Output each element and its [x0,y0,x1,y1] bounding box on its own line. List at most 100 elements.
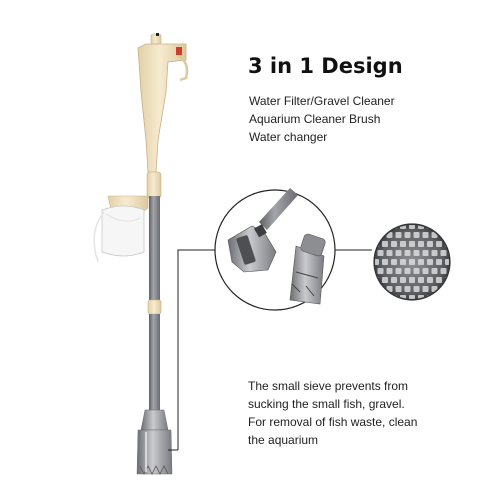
mesh-hole [440,268,447,274]
mesh-hole [395,232,402,238]
mesh-hole [364,277,370,283]
mesh-hole [377,250,384,256]
mesh-hole [454,259,460,265]
mesh-hole [364,223,370,229]
mesh-hole [454,223,460,229]
mesh-hole [459,286,465,292]
gravel-cleaner-head [136,409,173,475]
mesh-hole [405,214,411,220]
mesh-hole [427,241,433,247]
mesh-hole [391,277,397,283]
mesh-hole [413,250,420,256]
mesh-hole [454,241,460,247]
mesh-hole [445,259,449,265]
mesh-hole [422,268,429,274]
mesh-hole [445,295,449,299]
mesh-hole [395,250,402,256]
mesh-hole [404,232,411,238]
mesh-hole [377,268,384,274]
mesh-hole [423,214,429,220]
mesh-hole [450,250,456,256]
mesh-hole [432,214,438,220]
mesh-hole [382,277,388,283]
mesh-hole [386,250,393,256]
mesh-hole [431,268,438,274]
mesh-hole [409,259,415,265]
mesh-hole [440,250,447,256]
mesh-hole [369,232,375,238]
mesh-hole [441,304,447,310]
mesh-hole [436,225,442,229]
mesh-hole [364,241,370,247]
mesh-hole [395,286,402,292]
mesh-hole [436,277,442,283]
mesh-hole [382,295,388,299]
description-line: For removal of fish waste, clean [248,415,418,429]
mesh-hole [459,268,465,274]
mesh-hole [387,214,393,220]
mesh-hole [422,286,429,292]
mesh-hole [436,259,442,265]
mesh-hole [396,304,402,310]
mesh-hole [445,225,449,229]
mesh-hole [459,250,465,256]
mesh-hole [450,214,456,220]
mesh-hole [400,277,406,283]
feature-item: Aquarium Cleaner Brush [249,112,381,126]
sieve-description: The small sieve prevents from sucking th… [248,377,480,449]
mesh-hole [405,304,411,310]
feature-list: Water Filter/Gravel Cleaner Aquarium Cle… [249,92,395,146]
mesh-hole [413,232,420,238]
mesh-hole [409,295,415,299]
mesh-hole [404,268,411,274]
brush-detail-circle [214,188,336,311]
mesh-hole [375,259,379,265]
sieve-mesh-circle [364,214,465,310]
mesh-hole [391,259,397,265]
mesh-hole [423,304,429,310]
mesh-hole [436,241,442,247]
mesh-hole [409,225,415,229]
mesh-hole [450,232,456,238]
mesh-hole [382,225,388,229]
design-heading: 3 in 1 Design [248,54,403,78]
mesh-hole [391,241,397,247]
mesh-hole [454,277,460,283]
mesh-hole [436,295,442,299]
mesh-hole [404,286,411,292]
mesh-hole [387,304,393,310]
mesh-hole [400,259,406,265]
mesh-hole [400,241,406,247]
mesh-hole [413,268,420,274]
mesh-hole [375,225,379,229]
mesh-hole [432,304,438,310]
mesh-hole [386,268,393,274]
mesh-hole [369,286,375,292]
mesh-hole [422,232,429,238]
mesh-hole [404,250,411,256]
mesh-hole [395,268,402,274]
mesh-hole [375,295,379,299]
mesh-hole [459,232,465,238]
mesh-hole [450,268,456,274]
description-line: the aquarium [248,433,319,447]
mesh-hole [369,304,375,310]
mesh-hole [369,268,375,274]
mesh-hole [364,259,370,265]
mesh-hole [450,304,456,310]
mesh-hole [441,214,447,220]
mesh-hole [418,277,424,283]
mesh-hole [418,241,424,247]
description-line: The small sieve prevents from [248,379,409,393]
mesh-hole [409,277,415,283]
mesh-hole [422,250,429,256]
mesh-hole [459,304,465,310]
mesh-hole [459,214,465,220]
mesh-hole [450,286,456,292]
filter-bag [93,195,149,263]
power-switch [176,47,182,55]
mesh-hole [431,250,438,256]
mesh-hole [427,277,433,283]
mesh-hole [369,250,375,256]
